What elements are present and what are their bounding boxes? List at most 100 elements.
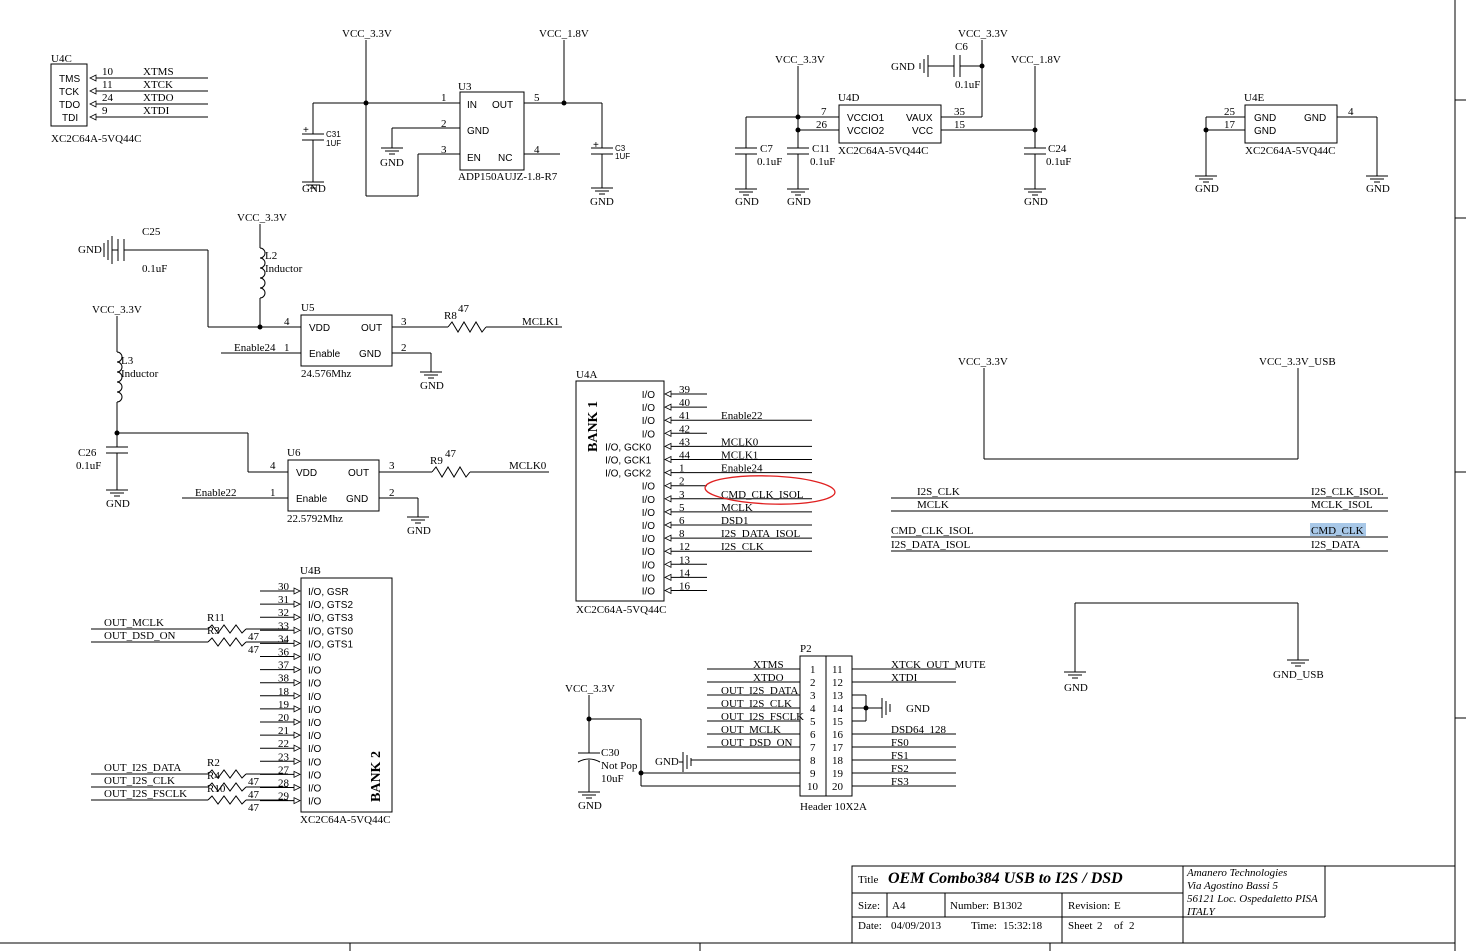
power-label: VCC_3.3V bbox=[92, 304, 142, 316]
net-label: DSD64_128 bbox=[891, 724, 947, 736]
resistor-ref: R4 bbox=[207, 770, 220, 782]
pin-number: 30 bbox=[278, 581, 290, 593]
u4a-pin-name: I/O bbox=[642, 534, 656, 545]
gnd-label: GND_USB bbox=[1273, 669, 1324, 681]
cap-ref: C11 bbox=[812, 143, 830, 155]
gnd-label: GND bbox=[1024, 196, 1048, 208]
pin-number: 1 bbox=[441, 92, 447, 104]
pin-arrow bbox=[664, 534, 672, 542]
u6-ref: U6 bbox=[287, 447, 301, 459]
header-pin-number: 10 bbox=[807, 781, 819, 793]
u4e-pin: GND bbox=[1254, 126, 1276, 137]
pin-number: 2 bbox=[401, 342, 407, 354]
header-pin-number: 11 bbox=[832, 664, 843, 676]
pin-arrow bbox=[664, 390, 672, 398]
power-label: VCC_3.3V bbox=[237, 212, 287, 224]
pin-number: 2 bbox=[441, 118, 447, 130]
pin-number: 18 bbox=[278, 686, 290, 698]
u4d-body bbox=[838, 104, 942, 144]
power-label: VCC_3.3V bbox=[565, 683, 615, 695]
u5-pin: GND bbox=[359, 349, 381, 360]
net-label: FS2 bbox=[891, 763, 909, 775]
u4a-part: XC2C64A-5VQ44C bbox=[576, 604, 666, 616]
pin-arrow bbox=[293, 705, 301, 713]
u4e-pin: GND bbox=[1254, 113, 1276, 124]
power-label: VCC_3.3V bbox=[958, 356, 1008, 368]
net-label: MCLK bbox=[721, 502, 753, 514]
pin-arrow bbox=[664, 495, 672, 503]
net-label: OUT_I2S_CLK bbox=[721, 698, 792, 710]
pin-number: 44 bbox=[679, 450, 691, 462]
pin-arrow bbox=[664, 573, 672, 582]
u4a-pin-name: I/O bbox=[642, 429, 656, 440]
header-pin-number: 12 bbox=[832, 677, 843, 689]
net-label: OUT_I2S_DATA bbox=[104, 762, 181, 774]
pin-number: 29 bbox=[278, 791, 290, 803]
pin-number: 4 bbox=[1348, 106, 1354, 118]
u3-ref: U3 bbox=[458, 81, 472, 93]
inductor-ref: L3 bbox=[121, 355, 134, 367]
cap-value: 0.1uF bbox=[76, 460, 101, 472]
cap-plus: + bbox=[303, 125, 309, 136]
pin-arrow bbox=[293, 665, 301, 674]
gnd-label: GND bbox=[590, 196, 614, 208]
gnd-label: GND bbox=[106, 498, 130, 510]
gnd-label: GND bbox=[906, 703, 930, 715]
net-label[interactable]: CMD_CLK bbox=[1311, 525, 1364, 537]
company-line: 56121 Loc. Ospedaletto PISA bbox=[1187, 893, 1318, 905]
u4a-pin-name: I/O bbox=[642, 403, 656, 414]
net-label: Enable22 bbox=[195, 487, 237, 499]
pin-number: 4 bbox=[534, 144, 540, 156]
resistor-ref: R11 bbox=[207, 612, 225, 624]
cap-ref: C30 bbox=[601, 747, 620, 759]
pin-number: 42 bbox=[679, 423, 690, 435]
pin-number: 5 bbox=[679, 502, 685, 514]
pin-number: 13 bbox=[679, 554, 691, 566]
u3-pin-nc: NC bbox=[498, 153, 512, 164]
pin-arrow bbox=[664, 468, 672, 477]
pin-number: 32 bbox=[278, 607, 289, 619]
pin-number: 40 bbox=[679, 397, 691, 409]
pin-number: 19 bbox=[278, 699, 290, 711]
u4b-part: XC2C64A-5VQ44C bbox=[300, 814, 390, 826]
sheet-value: 2 bbox=[1097, 920, 1103, 932]
pin-number: 41 bbox=[679, 410, 690, 422]
gnd-label: GND bbox=[891, 61, 915, 73]
sheet-label: Sheet bbox=[1068, 920, 1092, 932]
pin-arrow bbox=[293, 679, 301, 687]
u4b-pin-name: I/O bbox=[308, 784, 322, 795]
cap-ref: C7 bbox=[760, 143, 773, 155]
pin-number: 15 bbox=[954, 119, 966, 131]
gnd-label: GND bbox=[380, 157, 404, 169]
u6-pin: GND bbox=[346, 494, 368, 505]
u3-pin-en: EN bbox=[467, 153, 481, 164]
u4c-pin-name: TCK bbox=[59, 87, 79, 98]
resistor-ref: R2 bbox=[207, 757, 220, 769]
net-label: MCLK_ISOL bbox=[1311, 499, 1373, 511]
power-label: VCC_3.3V_USB bbox=[1259, 356, 1336, 368]
cap-ref: C24 bbox=[1048, 143, 1067, 155]
c30-cap: VCC_3.3V C30 Not Pop 10uF GND GND bbox=[565, 683, 800, 812]
net-label: FS1 bbox=[891, 750, 909, 762]
net-label: MCLK1 bbox=[522, 316, 559, 328]
pin-arrow bbox=[293, 613, 301, 621]
u4b-ref: U4B bbox=[300, 565, 321, 577]
p2-ref: P2 bbox=[800, 643, 812, 655]
pin-number: 28 bbox=[278, 778, 290, 790]
header-pin-number: 1 bbox=[810, 664, 816, 676]
gnd-label: GND bbox=[407, 525, 431, 537]
net-label: XTMS bbox=[143, 66, 174, 78]
pin-number: 4 bbox=[270, 460, 276, 472]
header-pin-number: 4 bbox=[810, 703, 816, 715]
u3-pin-out: OUT bbox=[492, 100, 513, 111]
header-pin-number: 3 bbox=[810, 690, 816, 702]
pin-arrow bbox=[664, 521, 672, 529]
header-pin-number: 13 bbox=[832, 690, 844, 702]
pin-number: 12 bbox=[679, 541, 690, 553]
gnd-label: GND bbox=[578, 800, 602, 812]
u3-body bbox=[459, 91, 525, 171]
u4c-ref: U4C bbox=[51, 53, 72, 65]
pin-number: 33 bbox=[278, 620, 290, 632]
title-label: Title bbox=[858, 874, 879, 886]
pin-arrow bbox=[664, 442, 672, 451]
